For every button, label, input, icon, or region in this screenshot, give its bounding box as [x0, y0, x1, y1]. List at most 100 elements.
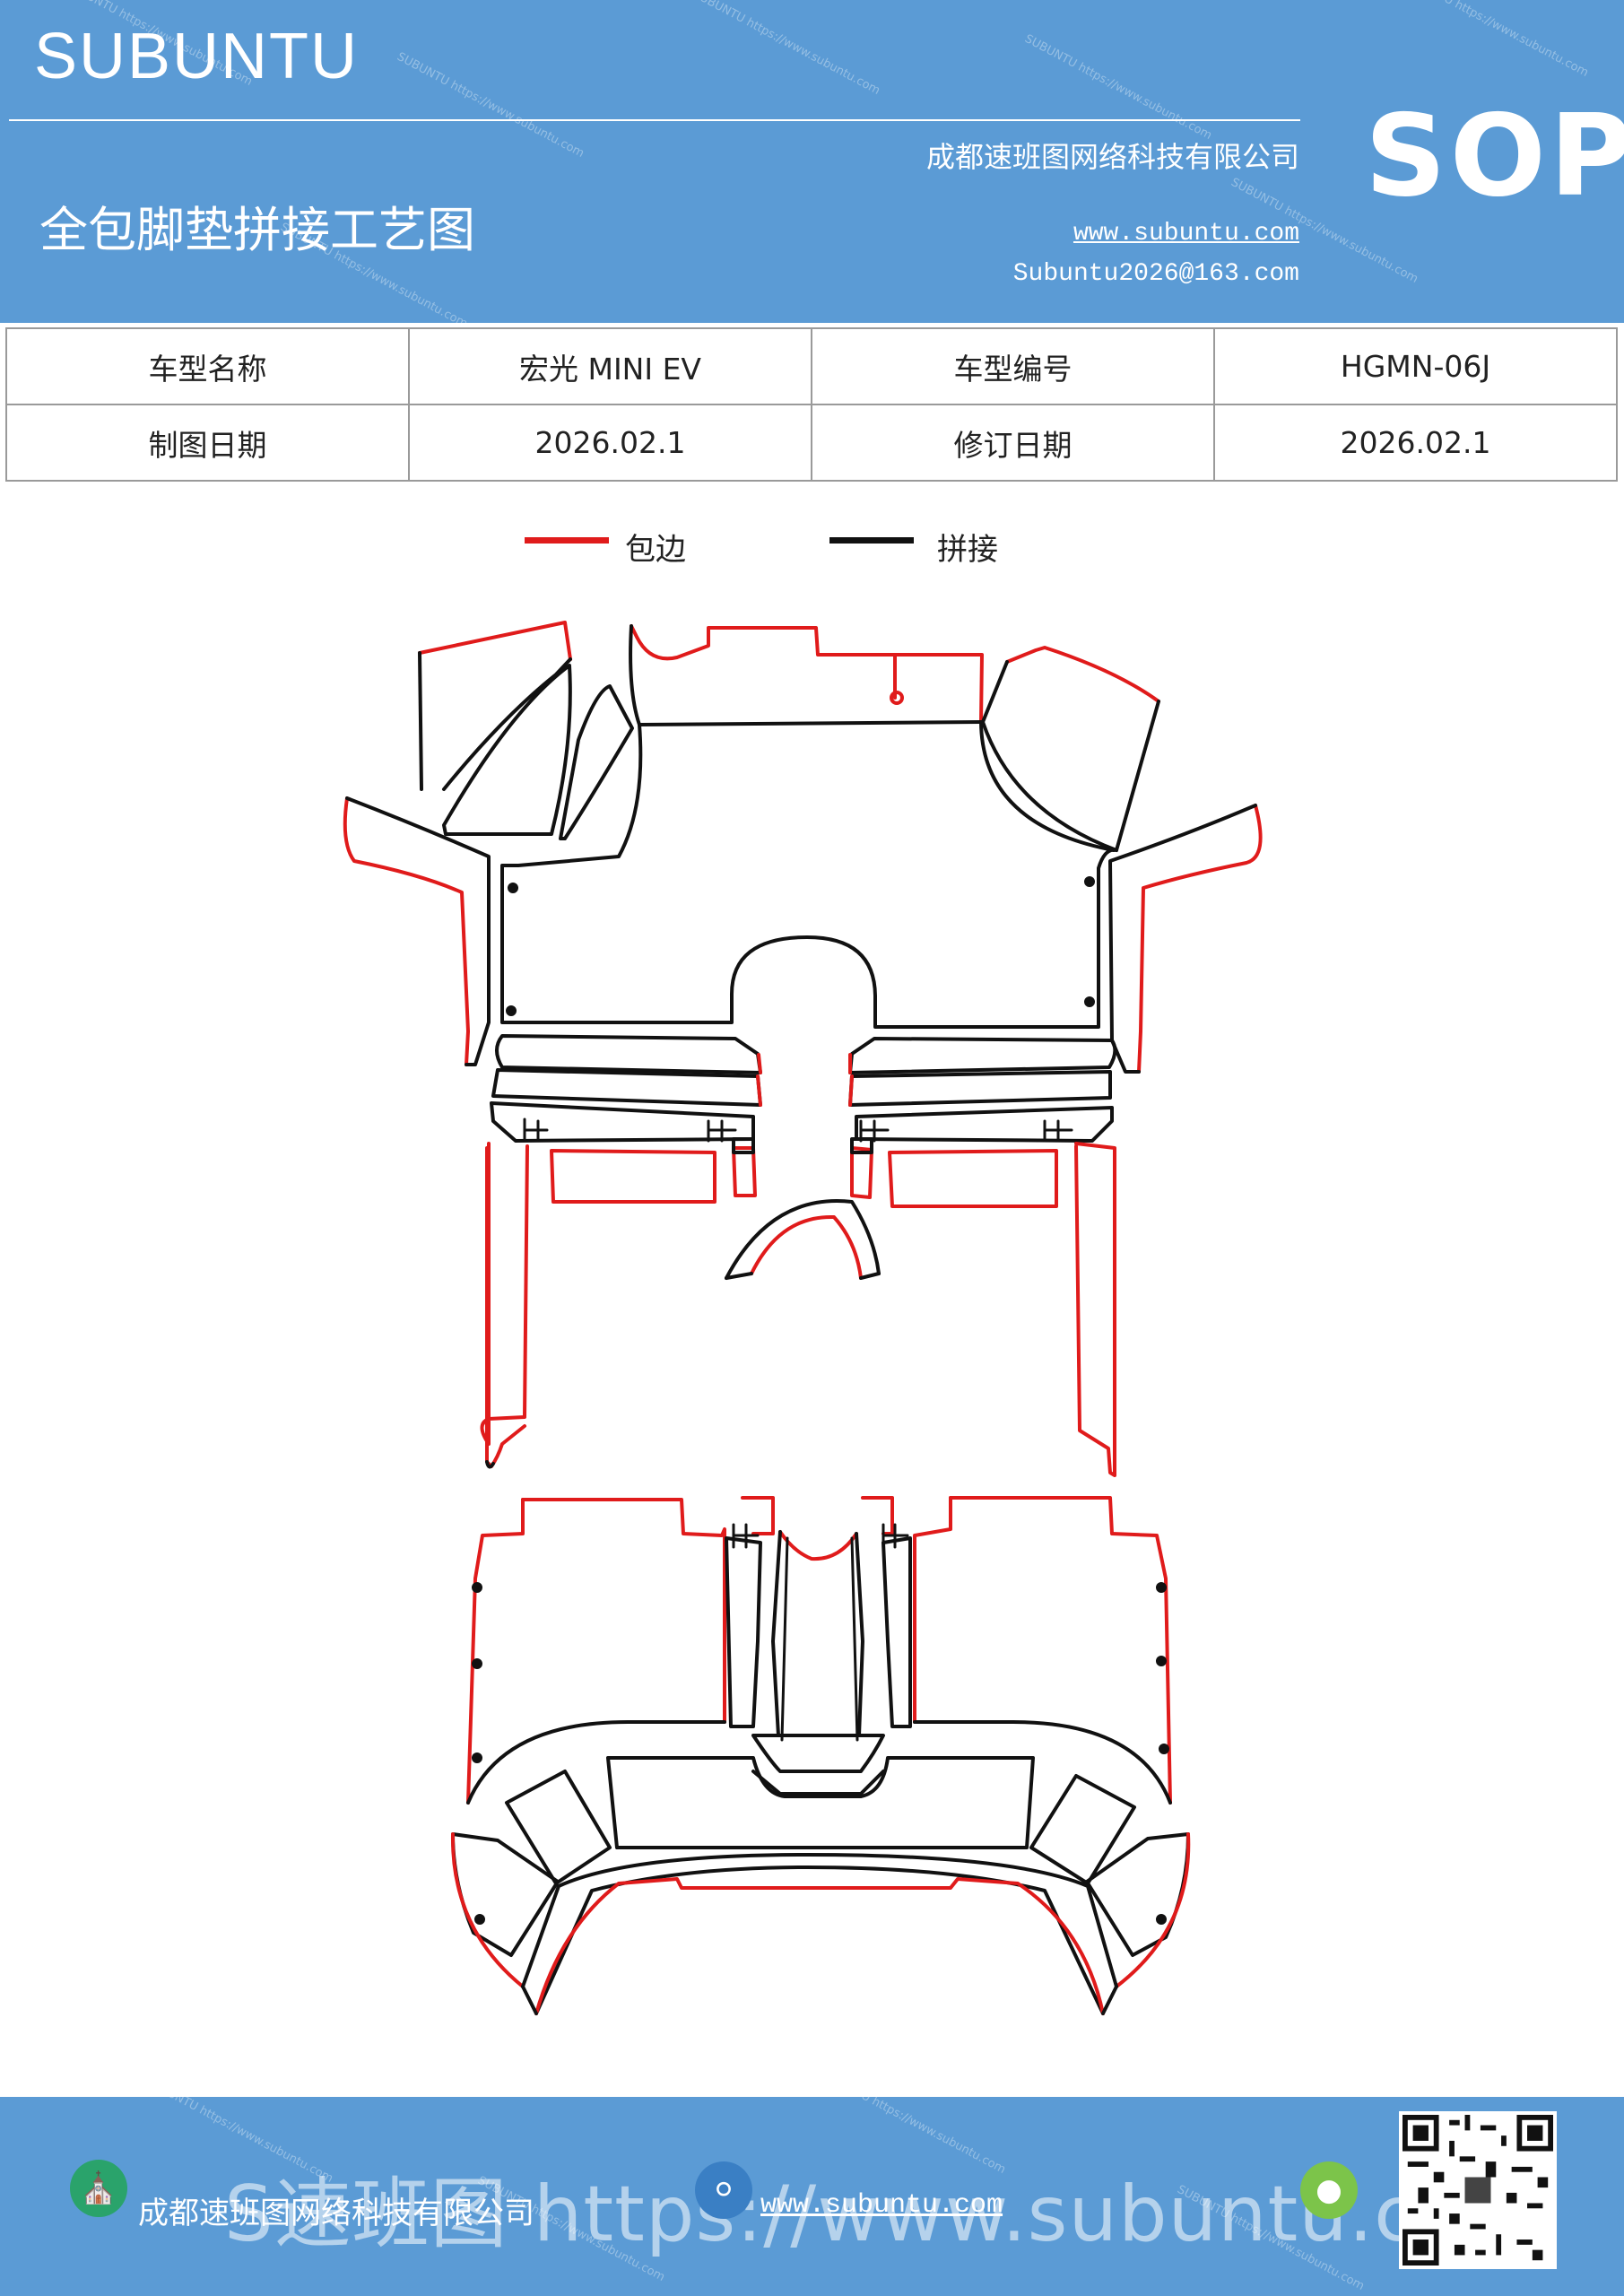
globe-icon: ⚪ [695, 2161, 752, 2219]
mat-piece [913, 1720, 1172, 1805]
mat-piece [725, 1272, 881, 1280]
mat-piece [757, 1053, 762, 1074]
mat-piece [949, 1496, 1172, 1805]
mat-piece [1074, 1142, 1116, 1477]
mat-piece [848, 1037, 1117, 1074]
mat-piece [913, 1496, 952, 1724]
table-row: 车型名称 宏光 MINI EV 车型编号 HGMN-06J [5, 327, 1618, 405]
mat-piece [466, 1720, 726, 1805]
front-mat-group [343, 621, 1263, 1074]
mat-piece [848, 1070, 1112, 1107]
mat-hole [474, 1914, 485, 1925]
qr-code [1399, 2111, 1557, 2269]
mat-piece [630, 624, 984, 724]
mat-piece [780, 1536, 859, 1742]
table-cell: 宏光 MINI EV [408, 327, 812, 405]
table-cell: 2026.02.1 [408, 404, 812, 482]
mat-piece [732, 1137, 873, 1154]
mat-piece [1137, 804, 1263, 1074]
mat-piece [480, 1142, 529, 1446]
table-cell: HGMN-06J [1213, 327, 1618, 405]
mat-piece [505, 1770, 612, 1885]
splice-mark [523, 1118, 1073, 1143]
header-divider [9, 119, 1300, 121]
mat-hole [506, 1005, 517, 1016]
mat-piece [450, 1832, 525, 1988]
legend-hem-swatch [525, 537, 609, 544]
mat-piece [850, 1146, 873, 1199]
table-cell: 修订日期 [811, 404, 1215, 482]
mat-piece [861, 1496, 894, 1535]
building-icon: ⛪ [70, 2160, 127, 2217]
mat-piece [521, 1498, 726, 1724]
mat-piece [534, 1877, 1105, 2015]
wechat-icon: ● [1300, 2161, 1358, 2219]
mat-piece [725, 1536, 762, 1728]
table-cell: 2026.02.1 [1213, 404, 1618, 482]
mat-piece [732, 1146, 757, 1197]
mat-piece [756, 1074, 762, 1107]
brand-name: SUBUNTU [34, 21, 360, 92]
email-address: Subuntu2026@163.com [1012, 260, 1299, 288]
table-cell: 车型编号 [811, 327, 1215, 405]
mat-piece [550, 1149, 716, 1204]
mat-piece [466, 1498, 525, 1805]
website-link[interactable]: www.subuntu.com [1073, 220, 1299, 248]
mat-hole [890, 691, 904, 705]
rear-mat-group [450, 1496, 1191, 2015]
mat-hole [508, 883, 518, 893]
mat-piece [855, 1106, 1114, 1143]
mat-hole [472, 1658, 482, 1669]
mat-piece [559, 684, 634, 840]
footer-website-link[interactable]: www.subuntu.com [760, 2190, 1003, 2221]
mat-hole [472, 1752, 482, 1763]
mat-piece [981, 660, 1160, 852]
mat-piece [1108, 804, 1257, 1074]
mat-piece [606, 1756, 1035, 1849]
legend-hem-label: 包边 [625, 532, 686, 568]
mat-hole [1156, 1656, 1167, 1666]
mat-piece [485, 1460, 495, 1469]
mat-hole [472, 1582, 482, 1593]
footer-banner: SUBUNTU https://www.subuntu.com SUBUNTU … [0, 2097, 1624, 2296]
splice-mark [732, 1523, 909, 1549]
mat-piece [881, 1536, 912, 1728]
mat-piece [500, 723, 1118, 1029]
mat-piece [751, 1734, 885, 1773]
mat-piece [521, 1985, 1118, 2015]
mat-piece [750, 1214, 863, 1280]
mat-piece [345, 796, 491, 1066]
footer-company: 成都速班图网络科技有限公司 [138, 2196, 534, 2231]
header-banner: SUBUNTU https://www.subuntu.com SUBUNTU … [0, 0, 1624, 323]
mat-piece [521, 1853, 1118, 1988]
vehicle-info-table: 车型名称 宏光 MINI EV 车型编号 HGMN-06J 制图日期 2026.… [5, 327, 1618, 482]
middle-mat-group [480, 1034, 1117, 1477]
mat-piece [418, 651, 572, 791]
mat-piece [979, 720, 1116, 852]
mat-piece [495, 1034, 762, 1074]
mat-piece [725, 1199, 881, 1280]
mat-piece [343, 796, 470, 1066]
mat-piece [751, 1770, 885, 1796]
mat-hole [1159, 1744, 1169, 1754]
mat-hole [1084, 996, 1095, 1007]
legend-splice-label: 拼接 [937, 532, 998, 568]
page-title: 全包脚垫拼接工艺图 [39, 202, 475, 258]
mat-piece [629, 624, 983, 726]
sop-badge: SOP [1365, 90, 1624, 222]
mat-hole [1156, 1914, 1167, 1925]
table-cell: 制图日期 [5, 404, 410, 482]
mat-piece [888, 1149, 1058, 1208]
mat-piece [418, 621, 572, 661]
mat-piece [1029, 1774, 1136, 1885]
mat-hole [1084, 876, 1095, 887]
table-row: 制图日期 2026.02.1 修订日期 2026.02.1 [5, 404, 1618, 482]
company-name: 成都速班图网络科技有限公司 [925, 140, 1299, 174]
mat-piece [491, 1068, 762, 1107]
mat-piece [778, 1530, 858, 1561]
mat-piece [490, 1101, 755, 1143]
mat-piece [1115, 1832, 1191, 1988]
table-cell: 车型名称 [5, 327, 410, 405]
mat-piece [1005, 646, 1160, 703]
